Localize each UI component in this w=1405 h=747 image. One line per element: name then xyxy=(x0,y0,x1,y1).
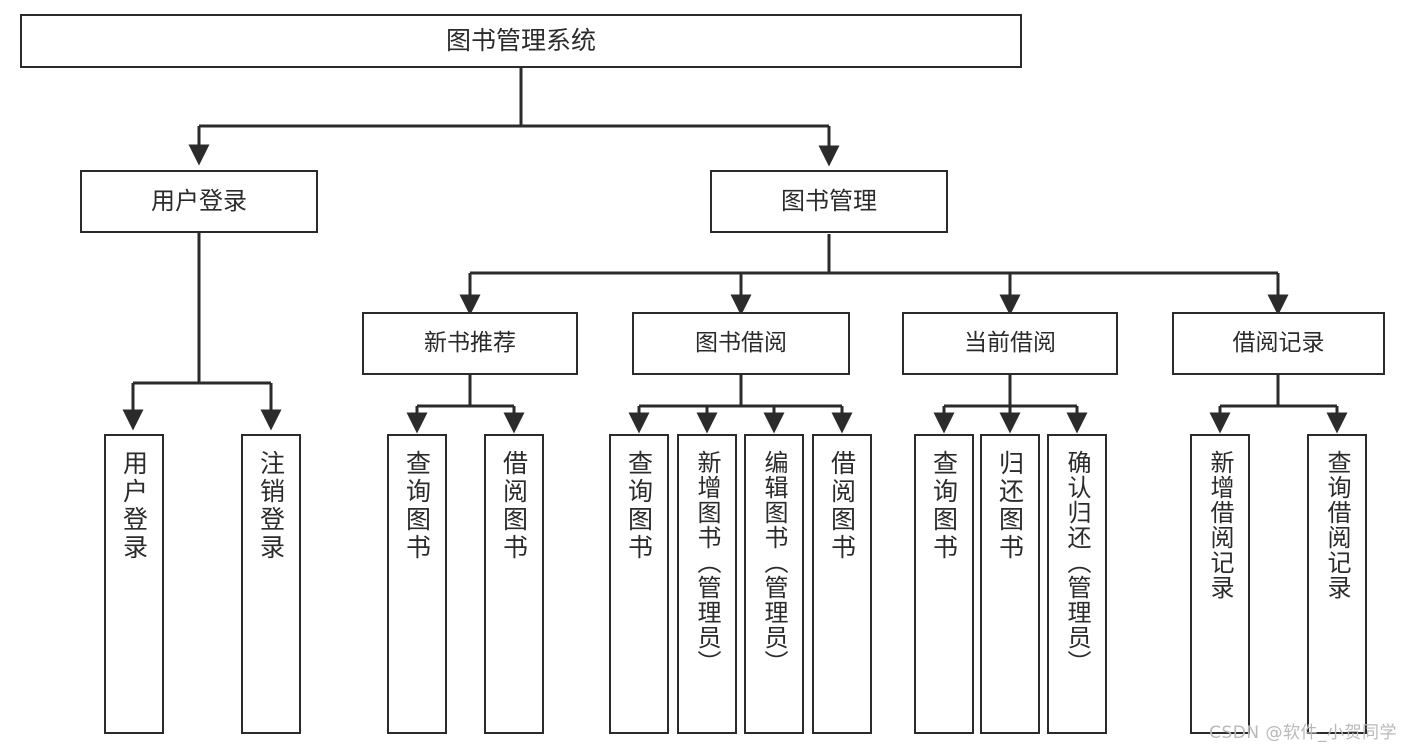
node-leaf-user-login[interactable]: 用户登录 xyxy=(104,434,164,734)
node-leaf-add-borrow-record-label: 新增借阅记录 xyxy=(1206,450,1234,600)
node-leaf-query-book-current[interactable]: 查询图书 xyxy=(914,434,974,734)
node-leaf-borrow-book-label: 借阅图书 xyxy=(827,450,857,562)
node-leaf-query-book-recommend-label: 查询图书 xyxy=(402,450,432,562)
node-leaf-return-book[interactable]: 归还图书 xyxy=(980,434,1040,734)
node-leaf-query-borrow-record[interactable]: 查询借阅记录 xyxy=(1307,434,1367,734)
node-leaf-add-book-admin[interactable]: 新增图书（管理员） xyxy=(677,434,737,734)
node-leaf-edit-book-admin-label: 编辑图书（管理员） xyxy=(760,450,788,675)
node-book-management[interactable]: 图书管理 xyxy=(710,170,948,233)
node-leaf-borrow-book-recommend-label: 借阅图书 xyxy=(499,450,529,562)
node-leaf-query-book[interactable]: 查询图书 xyxy=(609,434,669,734)
node-user-login-label: 用户登录 xyxy=(151,187,247,216)
node-current-borrow[interactable]: 当前借阅 xyxy=(902,312,1118,375)
node-leaf-query-borrow-record-label: 查询借阅记录 xyxy=(1323,450,1351,600)
watermark-text: CSDN @软件_小贺同学 xyxy=(1209,723,1397,743)
node-borrow-record[interactable]: 借阅记录 xyxy=(1172,312,1385,375)
node-book-borrow-label: 图书借阅 xyxy=(695,329,787,356)
node-leaf-add-borrow-record[interactable]: 新增借阅记录 xyxy=(1190,434,1250,734)
node-leaf-confirm-return-admin-label: 确认归还（管理员） xyxy=(1063,450,1091,675)
node-borrow-record-label: 借阅记录 xyxy=(1232,329,1325,356)
node-book-borrow[interactable]: 图书借阅 xyxy=(632,312,850,375)
node-leaf-query-book-recommend[interactable]: 查询图书 xyxy=(387,434,447,734)
node-leaf-confirm-return-admin[interactable]: 确认归还（管理员） xyxy=(1047,434,1107,734)
node-leaf-logout-label: 注销登录 xyxy=(256,450,286,562)
node-leaf-borrow-book[interactable]: 借阅图书 xyxy=(812,434,872,734)
node-leaf-user-login-label: 用户登录 xyxy=(119,450,149,562)
node-root-system[interactable]: 图书管理系统 xyxy=(20,14,1022,68)
node-leaf-edit-book-admin[interactable]: 编辑图书（管理员） xyxy=(744,434,804,734)
node-leaf-query-book-label: 查询图书 xyxy=(624,450,654,562)
node-new-book-recommend-label: 新书推荐 xyxy=(424,329,516,356)
node-leaf-return-book-label: 归还图书 xyxy=(995,450,1025,562)
node-book-management-label: 图书管理 xyxy=(781,187,877,216)
node-new-book-recommend[interactable]: 新书推荐 xyxy=(362,312,578,375)
node-leaf-logout[interactable]: 注销登录 xyxy=(241,434,301,734)
node-leaf-add-book-admin-label: 新增图书（管理员） xyxy=(693,450,721,675)
node-leaf-query-book-current-label: 查询图书 xyxy=(929,450,959,562)
node-current-borrow-label: 当前借阅 xyxy=(964,329,1056,356)
node-root-system-label: 图书管理系统 xyxy=(445,26,596,56)
node-leaf-borrow-book-recommend[interactable]: 借阅图书 xyxy=(484,434,544,734)
node-user-login[interactable]: 用户登录 xyxy=(80,170,318,233)
